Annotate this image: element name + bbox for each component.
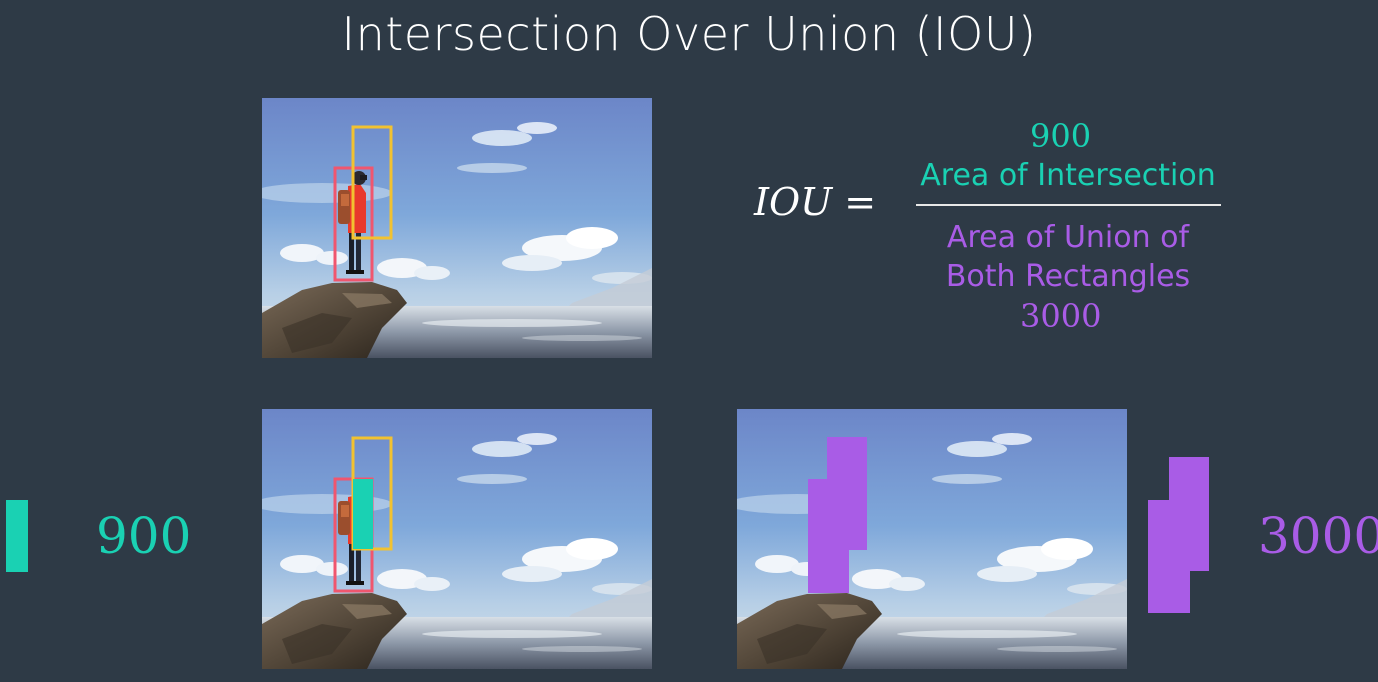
hiker-photo-with-boxes: [262, 98, 652, 358]
ground-truth-box-yellow: [351, 125, 393, 240]
union-shape: [1148, 457, 1209, 613]
union-value: 3000: [1258, 507, 1378, 565]
equals-sign: =: [844, 180, 877, 224]
union-area: [808, 437, 867, 593]
denominator-label-line2: Both Rectangles: [945, 259, 1191, 294]
denominator-label-line1: Area of Union of: [946, 220, 1190, 255]
numerator-value: 900: [1030, 117, 1092, 155]
denominator-value: 3000: [1020, 297, 1102, 335]
hiker-photo-intersection: [262, 409, 652, 669]
fraction-line: [916, 204, 1221, 206]
numerator-label: Area of Intersection: [920, 158, 1216, 193]
intersection-swatch: [6, 500, 28, 572]
hiker-photo-union: [737, 409, 1127, 669]
iou-symbol: IOU: [754, 180, 833, 224]
page-title: Intersection Over Union (IOU): [341, 7, 1037, 61]
formula-lhs: IOU=: [754, 178, 876, 226]
intersection-area: [353, 479, 373, 549]
intersection-value: 900: [96, 507, 192, 565]
